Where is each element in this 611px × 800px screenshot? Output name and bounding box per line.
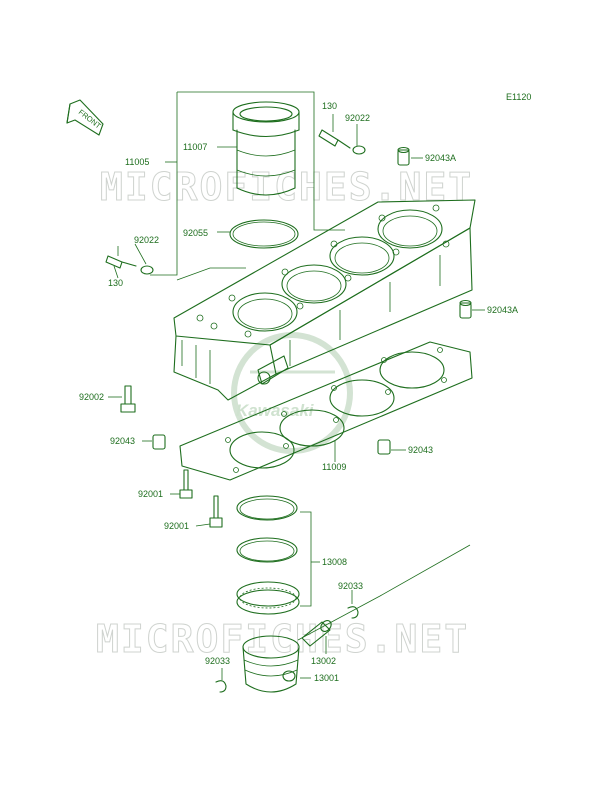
bolt-130-left[interactable] <box>105 255 137 269</box>
circlip-92033-right[interactable] <box>347 606 359 619</box>
label-92043-left: 92043 <box>110 436 135 446</box>
dowel-pin-92043A-top[interactable] <box>397 146 410 166</box>
label-92043A-top: 92043A <box>425 153 456 163</box>
label-92001-b: 92001 <box>164 521 189 531</box>
label-130-top: 130 <box>322 101 337 111</box>
o-ring-inner <box>232 221 296 247</box>
brand-logo-watermark: Kawasaki <box>231 332 353 454</box>
label-92002: 92002 <box>79 392 104 402</box>
label-92022-top: 92022 <box>345 113 370 123</box>
bolt-130-top[interactable] <box>318 129 351 149</box>
label-13008: 13008 <box>322 557 347 567</box>
label-13001: 13001 <box>314 673 339 683</box>
label-130-left: 130 <box>108 278 123 288</box>
label-92033-right: 92033 <box>338 581 363 591</box>
label-11005: 11005 <box>125 157 149 167</box>
washer-92022-top[interactable] <box>352 145 366 155</box>
piston-ring-set[interactable] <box>236 495 300 615</box>
front-arrow-icon: FRONT <box>66 99 104 136</box>
label-92022-left: 92022 <box>134 235 159 245</box>
bolt-92001-a[interactable] <box>179 469 193 499</box>
label-92043-right: 92043 <box>408 445 433 455</box>
leader-lines <box>108 114 485 680</box>
circlip-92033-left[interactable] <box>215 680 227 693</box>
piston-pin[interactable] <box>301 619 333 647</box>
o-ring[interactable] <box>229 219 299 249</box>
part-labels: 11007 11005 92055 130 92022 92043A 92022… <box>79 101 518 683</box>
label-11009: 11009 <box>322 462 346 472</box>
piston[interactable] <box>242 635 300 693</box>
label-13002: 13002 <box>311 656 336 666</box>
label-92043A-right: 92043A <box>487 305 518 315</box>
label-92001-a: 92001 <box>138 489 163 499</box>
cylinder-block[interactable] <box>173 199 476 401</box>
dowel-pin-92043-left[interactable] <box>152 434 166 450</box>
dowel-pin-92043A-right[interactable] <box>459 299 472 319</box>
washer-92022-left[interactable] <box>140 265 154 275</box>
brand-watermark-text: Kawasaki <box>236 401 315 420</box>
label-92055: 92055 <box>183 228 208 238</box>
dowel-pin-92043-right[interactable] <box>377 439 391 455</box>
label-92033-left: 92033 <box>205 656 230 666</box>
bolt-92002[interactable] <box>120 385 136 413</box>
watermark-text-top: MICROFICHES.NET <box>100 165 473 209</box>
watermark-text-bottom: MICROFICHES.NET <box>96 617 469 661</box>
diagram-code: E1120 <box>506 92 531 102</box>
cylinder-head-gasket[interactable] <box>179 341 473 481</box>
bolt-92001-b[interactable] <box>209 495 223 528</box>
label-11007: 11007 <box>183 142 207 152</box>
cylinder-sleeve[interactable] <box>232 101 300 196</box>
watermark-layer: MICROFICHES.NET MICROFICHES.NET Kawasaki <box>96 165 473 662</box>
